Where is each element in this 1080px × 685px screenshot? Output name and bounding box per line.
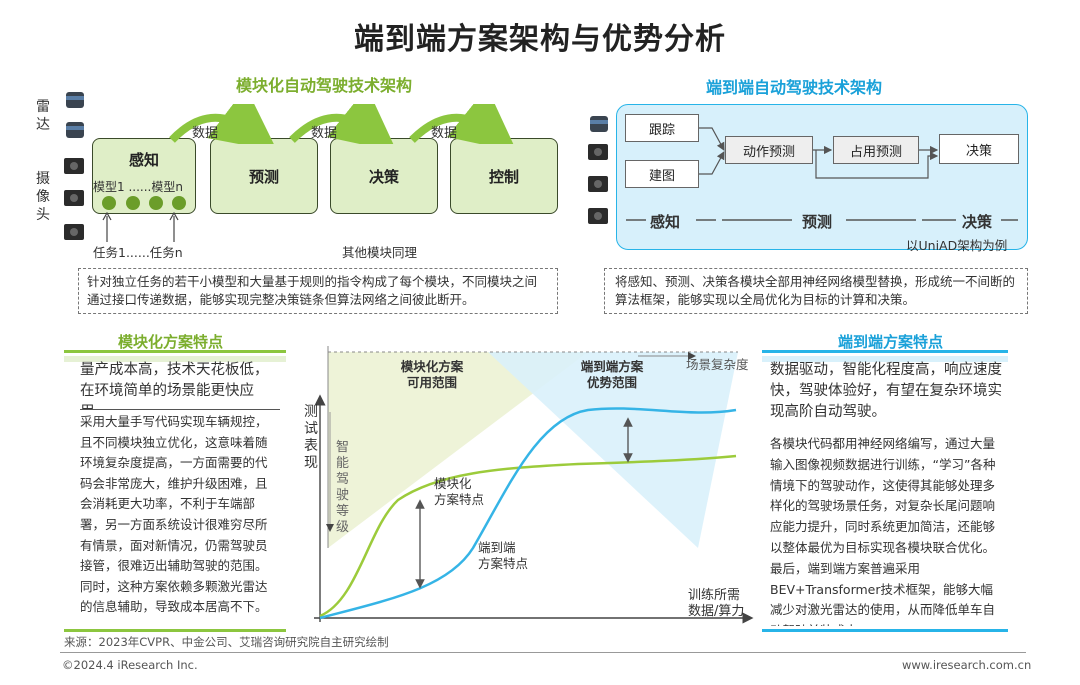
e2e-step-decision: 决策 bbox=[939, 134, 1019, 164]
mod-features-heading: 模块化方案特点 bbox=[118, 333, 224, 351]
mod-features-highlight: 量产成本高，技术天花板低，在环境简单的场景能更快应用。 bbox=[80, 360, 280, 410]
lidar-icon-1 bbox=[66, 92, 84, 108]
camera-icon-3 bbox=[64, 224, 84, 240]
lidar-icon bbox=[590, 116, 608, 132]
camera-icon-1 bbox=[64, 158, 84, 174]
e2e-stage-prediction: 预测 bbox=[802, 213, 833, 231]
modular-region-label: 模块化方案 可用范围 bbox=[400, 359, 464, 390]
footer-divider bbox=[60, 652, 1026, 653]
module-label: 感知 bbox=[128, 151, 159, 169]
level-label: 智能驾驶等级 bbox=[336, 440, 350, 535]
flow-label-1: 数据 bbox=[192, 126, 219, 141]
data-flow-arrows bbox=[169, 104, 517, 144]
e2e-features-body: 各模块代码都用神经网络编写，通过大量输入图像视频数据进行训练，“学习”各种情境下… bbox=[770, 436, 996, 626]
other-modules-note: 其他模块同理 bbox=[342, 245, 418, 260]
modular-heading: 模块化自动驾驶技术架构 bbox=[236, 76, 413, 95]
mod-features-bar-top bbox=[64, 350, 286, 353]
task-arrows bbox=[102, 212, 179, 242]
source-note: 来源：2023年CVPR、中金公司、艾瑞咨询研究院自主研究绘制 bbox=[64, 635, 389, 649]
modular-curve bbox=[319, 454, 737, 618]
camera-icon bbox=[588, 208, 608, 224]
submodel-text: 模型1 ......模型n bbox=[93, 180, 183, 194]
submodel-dots bbox=[102, 196, 186, 210]
e2e-features-band bbox=[762, 356, 1008, 362]
e2e-range-region bbox=[488, 352, 738, 548]
e2e-heading: 端到端自动驾驶技术架构 bbox=[706, 78, 883, 97]
e2e-features-heading: 端到端方案特点 bbox=[838, 333, 944, 351]
e2e-input-tracking: 跟踪 bbox=[625, 114, 699, 142]
e2e-features-highlight: 数据驱动，智能化程度高，响应速度快，驾驶体验好，有望在复杂环境实现高阶自动驾驶。 bbox=[770, 362, 1002, 420]
e2e-step-occupancy: 占用预测 bbox=[833, 136, 919, 164]
sensor-icons bbox=[64, 92, 84, 240]
modular-description: 针对独立任务的若干小模型和大量基于规则的指令构成了每个模块，不同模块之间通过接口… bbox=[78, 268, 558, 314]
mod-features-band bbox=[64, 356, 286, 362]
e2e-connectors bbox=[626, 127, 1018, 221]
camera-icon bbox=[588, 144, 608, 160]
e2e-features-bar-top bbox=[762, 350, 1008, 353]
e2e-curve-label: 端到端 方案特点 bbox=[478, 540, 529, 571]
mod-features-body: 采用大量手写代码实现车辆规控，且不同模块独立优化，这意味着随环境复杂度提高，一方… bbox=[80, 414, 268, 615]
e2e-example-note: 以UniAD架构为例 bbox=[906, 238, 1008, 253]
e2e-step-motion: 动作预测 bbox=[725, 136, 813, 164]
y-axis-label: 测试表现 bbox=[304, 404, 318, 471]
module-prediction: 预测 bbox=[210, 138, 318, 214]
module-decision: 决策 bbox=[330, 138, 438, 214]
modular-curve-label: 模块化 方案特点 bbox=[434, 476, 485, 507]
e2e-features-bar-bottom bbox=[762, 629, 1008, 632]
flow-label-2: 数据 bbox=[311, 126, 338, 141]
mod-features-bar-bottom bbox=[64, 629, 286, 632]
e2e-curve bbox=[319, 407, 737, 620]
module-control: 控制 bbox=[450, 138, 558, 214]
website: www.iresearch.com.cn bbox=[902, 658, 1032, 672]
scene-complexity-label: 场景复杂度 bbox=[686, 357, 749, 372]
copyright: ©2024.4 iResearch Inc. bbox=[62, 658, 198, 672]
camera-icon-2 bbox=[64, 190, 84, 206]
camera-icon bbox=[588, 176, 608, 192]
e2e-sensor-icons bbox=[588, 116, 608, 224]
e2e-region-label: 端到端方案 优势范围 bbox=[580, 359, 644, 390]
performance-diagram bbox=[314, 346, 754, 624]
e2e-stage-decision: 决策 bbox=[962, 213, 993, 231]
x-axis-label: 训练所需 数据/算力 bbox=[688, 588, 745, 619]
camera-label: 摄像头 bbox=[36, 171, 50, 223]
radar-label: 雷达 bbox=[36, 99, 50, 133]
e2e-input-mapping: 建图 bbox=[625, 160, 699, 188]
module-perception: 感知 模型1 ......模型n bbox=[92, 138, 196, 214]
lidar-icon-2 bbox=[66, 122, 84, 138]
page-title: 端到端方案架构与优势分析 bbox=[354, 22, 726, 57]
modular-range-region bbox=[328, 352, 588, 548]
flow-label-3: 数据 bbox=[431, 126, 458, 141]
e2e-description: 将感知、预测、决策各模块全部用神经网络模型替换，形成统一不间断的算法框架，能够实… bbox=[604, 268, 1028, 314]
e2e-stage-perception: 感知 bbox=[650, 213, 681, 231]
task-text: 任务1......任务n bbox=[93, 245, 183, 260]
